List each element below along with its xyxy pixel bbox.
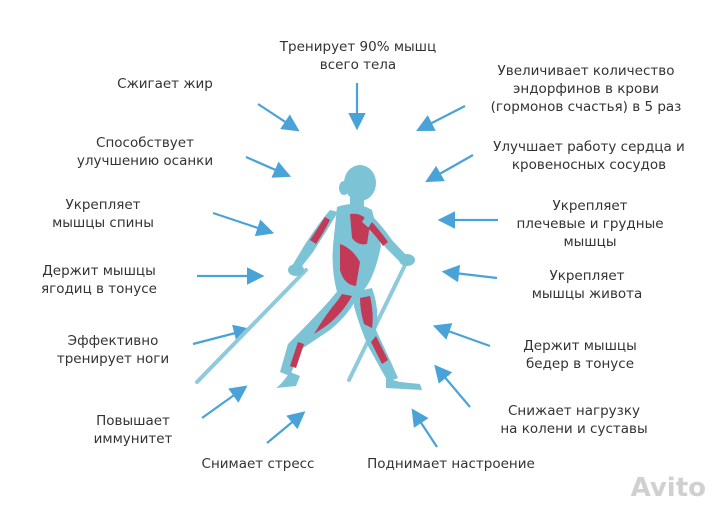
arrow-joints (434, 364, 471, 408)
walker-figure (195, 165, 422, 390)
label-abs: Укрепляет мышцы живота (531, 268, 643, 302)
arrow-thighs (432, 323, 491, 348)
label-top: Тренирует 90% мышц всего тела (279, 39, 437, 73)
avito-watermark: Avito (630, 473, 706, 503)
label-thighs: Держит мышцы бедер в тонусе (523, 338, 637, 372)
label-burns-fat: Сжигает жир (117, 76, 213, 92)
walker-head (344, 165, 376, 201)
arrow-back (212, 211, 275, 237)
arrow-heart (425, 154, 474, 183)
label-legs: Эффективно тренирует ноги (56, 333, 170, 367)
arrow-legs (192, 324, 252, 346)
arrow-immunity (201, 385, 248, 419)
label-immunity: Повышает иммунитет (93, 413, 173, 447)
pole-back (195, 268, 308, 384)
label-chest: Укрепляет плечевые и грудные мышцы (516, 198, 664, 250)
label-heart: Улучшает работу сердца и кровеносных сос… (493, 139, 685, 173)
label-endorphins: Увеличивает количество эндорфинов в кров… (490, 63, 682, 115)
arrow-fat (257, 103, 300, 132)
arrow-posture (245, 155, 292, 178)
arrow-abs (441, 264, 498, 283)
label-stress: Снимает стресс (201, 456, 315, 472)
arrow-endorphins (416, 105, 466, 132)
arrow-stress (266, 411, 306, 444)
label-mood: Поднимает настроение (367, 456, 535, 472)
label-glutes: Держит мышцы ягодиц в тонусе (41, 263, 157, 297)
arrow-mood (411, 408, 438, 448)
label-joints: Снижает нагрузку на колени и суставы (500, 403, 648, 437)
label-back-muscles: Укрепляет мышцы спины (52, 197, 154, 231)
pole-front (347, 257, 410, 382)
label-posture: Способствует улучшению осанки (76, 135, 214, 169)
